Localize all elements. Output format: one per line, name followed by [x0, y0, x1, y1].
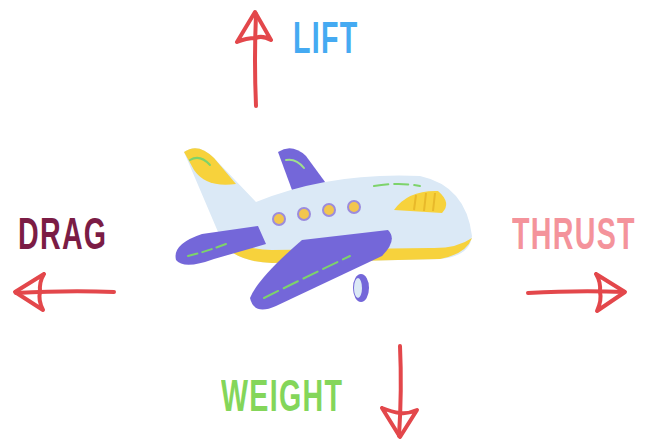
force-label: LIFT — [293, 16, 359, 60]
thrust-arrow — [528, 274, 625, 311]
lift-arrow — [237, 12, 271, 106]
airplane-illustration — [176, 148, 472, 309]
drag-arrow — [15, 274, 114, 310]
force-label: WEIGHT — [221, 374, 343, 418]
weight-arrow — [382, 346, 417, 437]
force-label: THRUST — [512, 212, 636, 256]
force-label: DRAG — [18, 212, 107, 256]
